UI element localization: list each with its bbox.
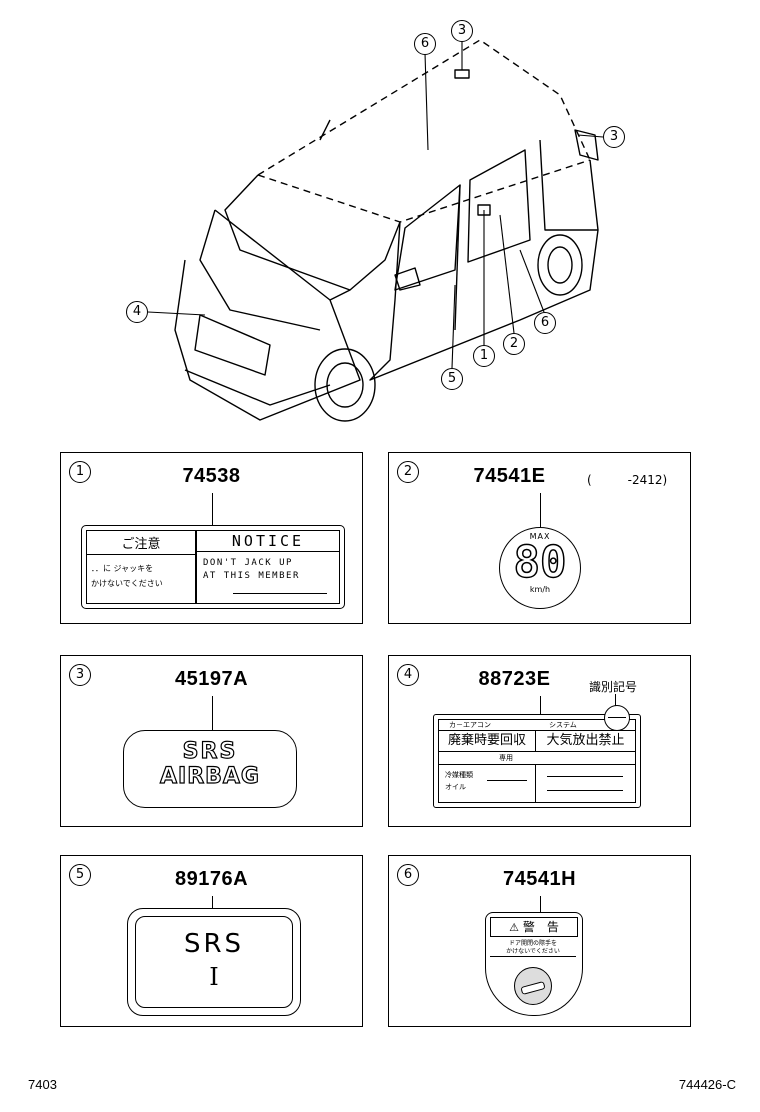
grille	[194, 314, 271, 376]
panel-number: 3	[69, 664, 91, 686]
warning-line2: かけないでください	[506, 948, 560, 955]
part-range: ( -2412)	[587, 473, 668, 487]
speed-unit: km/h	[529, 585, 551, 594]
notice-en-title: NOTICE	[197, 531, 339, 552]
panel-89176A: 5 89176A SRS I	[60, 855, 363, 1027]
panel-number: 4	[397, 664, 419, 686]
warning-icon: ⚠	[509, 921, 520, 934]
callout-3-roof: 3	[451, 20, 473, 42]
aircon-row-b: オイル	[445, 783, 466, 791]
panel-number: 5	[69, 864, 91, 886]
aircon-cell-1: 廃棄時要回収	[439, 731, 536, 751]
vehicle-illustration	[147, 39, 604, 422]
warning-line1: ドア開閉の際手を	[508, 940, 557, 947]
notice-label: ご注意 ．．に ジャッキを かけないでください NOTICE DON'T JAC…	[81, 525, 345, 609]
footer-right-code: 744426-C	[678, 1077, 736, 1092]
srs-airbag-label: SRS AIRBAG	[123, 730, 297, 808]
aircon-row-a: 冷媒種類	[445, 771, 473, 779]
speed-digits: 80	[513, 537, 567, 588]
hood	[199, 209, 351, 331]
notice-en-line2: AT THIS MEMBER	[203, 571, 300, 581]
panel-45197A: 3 45197A SRS AIRBAG	[60, 655, 363, 827]
panel-74541E: 2 74541E ( -2412) MAX 80 km/h	[388, 452, 691, 624]
max-speed-label: MAX 80 km/h	[499, 527, 581, 609]
max-text: MAX	[529, 532, 551, 541]
part-code: 74538	[182, 465, 241, 487]
notice-jp-title: ご注意	[87, 531, 195, 555]
notice-jp-line1: ．．に ジャッキを	[91, 564, 154, 573]
side-window-rear	[467, 149, 531, 263]
callout-2: 2	[503, 333, 525, 355]
aircon-header-left: カ－エアコン	[449, 721, 491, 729]
rear-wheel-inner	[547, 246, 573, 284]
front-wheel	[314, 348, 376, 422]
hand-pinch-icon	[514, 967, 552, 1005]
mirror	[394, 267, 421, 291]
callout-5: 5	[441, 368, 463, 390]
part-code: 89176A	[174, 868, 249, 890]
callout-4: 4	[126, 301, 148, 323]
callout-6-body: 6	[534, 312, 556, 334]
srs-label: SRS I	[127, 908, 301, 1016]
callout-3-rear: 3	[603, 126, 625, 148]
rear-wheel	[537, 234, 583, 296]
panel-number: 2	[397, 461, 419, 483]
notice-en-line1: DON'T JACK UP	[203, 558, 293, 568]
panel-number: 6	[397, 864, 419, 886]
windshield	[224, 174, 401, 291]
part-code: 74541H	[502, 868, 577, 890]
body-side	[369, 159, 599, 381]
rear-lamp	[574, 129, 599, 161]
aircon-sub: 専用	[499, 754, 513, 762]
bumper	[184, 369, 331, 406]
identification-circle	[604, 705, 630, 731]
roof-label-mark	[454, 69, 470, 79]
door-line	[454, 184, 461, 331]
panel-74541H: 6 74541H ⚠ 警 告 ドア開閉の際手を かけないでください	[388, 855, 691, 1027]
part-code: 74541E	[473, 465, 546, 487]
front-wheel-inner	[326, 362, 364, 408]
notice-jp-line2: かけないでください	[91, 579, 163, 588]
srs-text: SRS	[182, 738, 238, 764]
identification-note: 識別記号	[589, 680, 638, 694]
aircon-header-right: システム	[549, 721, 577, 729]
airbag-text: AIRBAG	[159, 763, 260, 789]
srs-mark: I	[209, 963, 219, 991]
part-code: 88723E	[478, 668, 551, 690]
callout-1: 1	[473, 345, 495, 367]
part-code: 45197A	[174, 668, 249, 690]
panel-74538: 1 74538 ご注意 ．．に ジャッキを かけないでください NOTICE D…	[60, 452, 363, 624]
side-window-front	[394, 184, 461, 291]
panel-88723E: 4 88723E 識別記号 カ－エアコン システム 廃棄時要回収 大気放出禁止 …	[388, 655, 691, 827]
callout-6-roof: 6	[414, 33, 436, 55]
aircon-label: カ－エアコン システム 廃棄時要回収 大気放出禁止 専用 冷媒種類 オイル	[433, 705, 641, 808]
antenna	[319, 119, 331, 141]
footer-left-code: 7403	[28, 1077, 57, 1092]
rear-pillar	[539, 139, 598, 231]
aircon-cell-2: 大気放出禁止	[546, 733, 625, 748]
warning-title: 警 告	[522, 920, 559, 934]
panel-number: 1	[69, 461, 91, 483]
warning-label: ⚠ 警 告 ドア開閉の際手を かけないでください	[485, 912, 583, 1016]
srs-text: SRS	[183, 929, 245, 959]
